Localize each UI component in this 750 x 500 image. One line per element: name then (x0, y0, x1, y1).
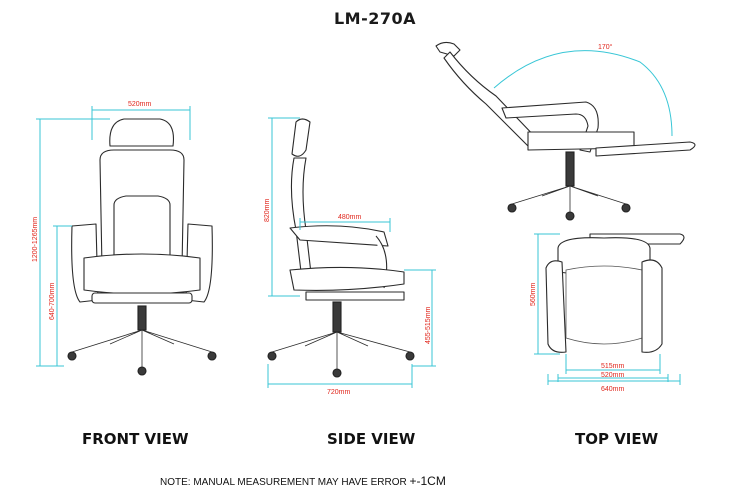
side-caster (332, 368, 342, 378)
front-headrest (109, 118, 175, 147)
front-caster (67, 351, 77, 361)
front-caster (137, 366, 147, 376)
side-caster (405, 351, 415, 361)
recline-dimension: 170° (493, 43, 673, 137)
dim-width-label: 520mm (128, 101, 152, 108)
top-left-armrest (545, 260, 567, 353)
top-view-chair (545, 233, 685, 353)
front-base (71, 329, 213, 368)
reclined-footrest (595, 141, 696, 157)
front-seat (83, 253, 201, 295)
reclined-caster (621, 203, 631, 213)
side-armrest (289, 225, 389, 247)
side-view-label: SIDE VIEW (327, 430, 416, 448)
dim-back-height-label: 820mm (264, 198, 271, 222)
dim-depth-label: 560mm (530, 282, 537, 306)
top-right-armrest (641, 259, 663, 353)
reclined-gas-cylinder (565, 151, 575, 187)
dim-seat-height-label: 640-700mm (49, 282, 56, 320)
dim-w2-label: 520mm (601, 372, 625, 379)
reclined-caster (507, 203, 517, 213)
front-view-label: FRONT VIEW (82, 430, 189, 448)
side-caster (267, 351, 277, 361)
dim-w3-label: 640mm (601, 386, 625, 393)
note-text: NOTE: MANUAL MEASUREMENT MAY HAVE ERROR (160, 477, 410, 488)
dim-w1-label: 515mm (601, 363, 625, 370)
note-tolerance: +-1CM (409, 474, 446, 488)
top-view-label: TOP VIEW (575, 430, 659, 448)
dim-armrest-depth-label: 480mm (338, 214, 362, 221)
dim-arc-recline (493, 50, 673, 137)
front-footrest (91, 292, 193, 304)
reclined-chair (435, 41, 696, 221)
front-dimensions: 520mm 1200-1265mm 640-700mm (32, 101, 191, 367)
reclined-headrest (435, 41, 461, 57)
side-headrest (291, 118, 311, 157)
side-gas-cylinder (332, 301, 342, 333)
side-footrest (305, 291, 405, 301)
front-gas-cylinder (137, 305, 147, 331)
dim-recline-label: 170° (598, 43, 613, 51)
front-caster (207, 351, 217, 361)
reclined-armrest (501, 101, 599, 153)
side-seat (289, 266, 405, 291)
dim-total-height-label: 1200-1265mm (32, 217, 39, 262)
dim-base-label: 720mm (327, 389, 351, 396)
dim-seat-range-label: 455-515mm (425, 306, 432, 344)
reclined-backrest (443, 51, 541, 149)
side-dimensions: 820mm 480mm 455-515mm 720mm (264, 117, 436, 396)
top-dimensions: 560mm 515mm 520mm 640mm (530, 233, 681, 393)
reclined-base (511, 185, 627, 214)
side-backrest (290, 157, 313, 283)
front-lumbar-pad (113, 195, 171, 263)
side-base (271, 331, 411, 370)
side-view-chair (267, 118, 415, 378)
top-seat (565, 265, 643, 345)
front-view-chair (67, 118, 217, 376)
measurement-note: NOTE: MANUAL MEASUREMENT MAY HAVE ERROR … (160, 474, 446, 488)
diagram-title: LM-270A (333, 9, 417, 28)
reclined-caster (565, 211, 575, 221)
